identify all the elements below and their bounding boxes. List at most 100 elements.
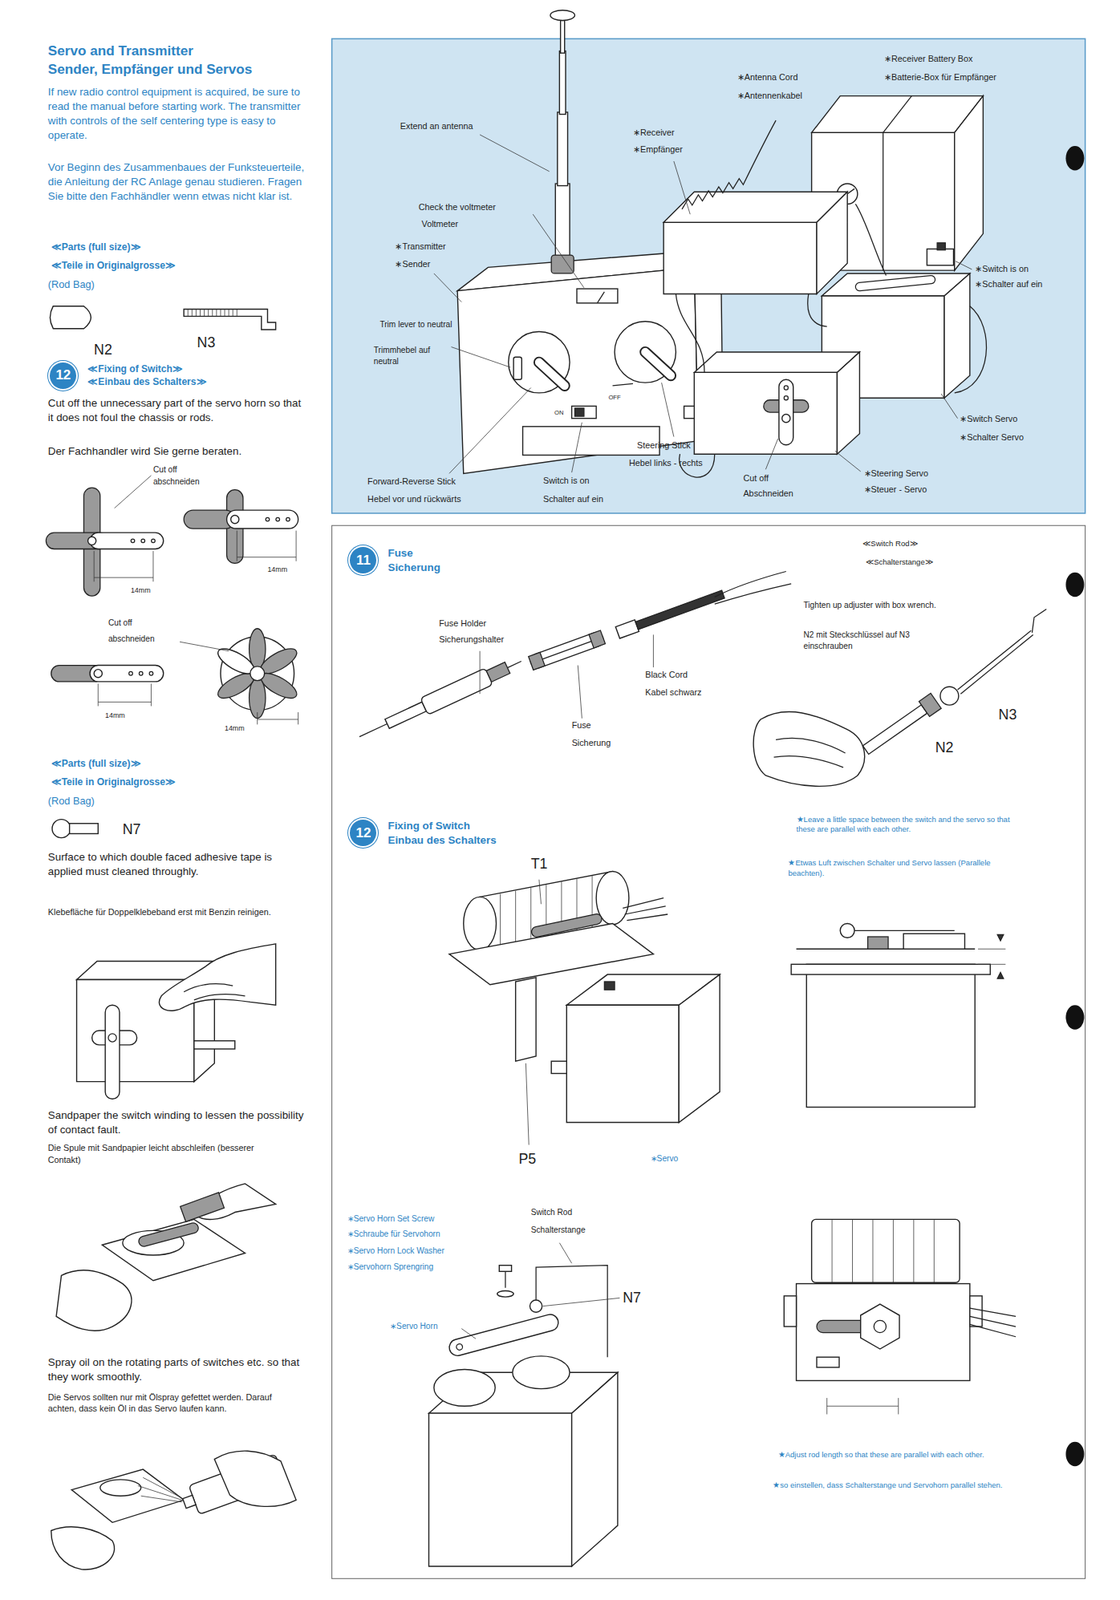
leader-line xyxy=(835,450,861,471)
transmitter-drawing xyxy=(612,383,634,386)
receiver-drawing xyxy=(663,222,817,294)
top-view-drawing xyxy=(969,1308,1016,1338)
note-text: ★Leave a little space between the switch… xyxy=(796,815,1030,836)
callout-text: ∗Sender xyxy=(394,258,431,271)
servo-horn-cross xyxy=(88,536,97,545)
receiver-drawing xyxy=(681,120,776,210)
side-view-drawing xyxy=(854,930,955,932)
receiver-drawing xyxy=(663,120,848,294)
exploded-view-drawing xyxy=(447,1313,560,1359)
callout-text: ∗Antennenkabel xyxy=(737,89,803,102)
transmitter-drawing xyxy=(550,10,576,21)
callout-text: ∗Receiver xyxy=(633,126,675,139)
callout-text: Sicherung xyxy=(572,737,612,750)
instruction-text: Surface to which double faced adhesive t… xyxy=(48,850,304,880)
callout-text: ∗Transmitter xyxy=(394,240,446,253)
instruction-text: Die Servos sollten nur mit Ölspray gefet… xyxy=(48,1391,278,1416)
step-heading: ≪Fixing of Switch≫ xyxy=(87,362,207,376)
servo-horn-arm xyxy=(138,671,143,676)
servo-clean-drawing xyxy=(158,944,276,1011)
bottom-panel xyxy=(332,525,1086,1579)
fuse-holder-drawing xyxy=(385,702,427,729)
servo-clean-drawing xyxy=(183,984,245,1001)
transmitter-drawing xyxy=(596,292,605,304)
wrench-drawing xyxy=(860,693,942,758)
servo-clean-drawing xyxy=(105,1005,120,1100)
bag-label: (Rod Bag) xyxy=(48,277,95,292)
part-n3 xyxy=(183,309,276,330)
callout-text: ∗Servohorn Sprengring xyxy=(347,1262,435,1274)
part-n7 xyxy=(69,823,99,835)
callout-text: Sicherungshalter xyxy=(438,633,504,646)
callout-text: ∗Antenna Cord xyxy=(737,71,799,84)
switch-servo-assembly xyxy=(678,974,720,1123)
fuse-holder-drawing xyxy=(588,630,605,649)
exploded-view-drawing xyxy=(447,1313,560,1359)
servo-horn-arm xyxy=(51,665,164,707)
leader-line xyxy=(572,422,583,473)
exploded-view-drawing xyxy=(429,1413,573,1567)
instruction-text: N2 mit Steckschlüssel auf N3 einschraube… xyxy=(803,629,935,653)
fuse-holder-drawing xyxy=(479,651,481,694)
step-heading-block: FuseSicherung xyxy=(387,546,440,576)
fuse-holder-drawing xyxy=(355,572,792,746)
top-view-drawing xyxy=(796,1284,970,1382)
top-panel xyxy=(332,38,1086,514)
servo-horn-arm xyxy=(97,702,151,703)
switch-servo-drawing xyxy=(937,243,946,251)
leader-line xyxy=(532,214,585,289)
transmitter-drawing xyxy=(560,20,565,53)
top-view-drawing xyxy=(826,1398,828,1415)
exploded-view-drawing xyxy=(512,1356,570,1390)
sandpaper-drawing xyxy=(137,1221,200,1248)
binder-hole xyxy=(1065,146,1084,171)
section-heading: ≪Parts (full size)≫ xyxy=(51,240,142,254)
transmitter-drawing xyxy=(551,255,574,274)
transmitter-drawing xyxy=(572,405,597,418)
transmitter-drawing xyxy=(557,112,569,187)
callout-text: ∗Servo Horn Lock Washer xyxy=(347,1245,445,1258)
callout-text: ∗Schalter auf ein xyxy=(974,278,1043,291)
part-number: N2 xyxy=(935,738,954,758)
exploded-view-drawing xyxy=(429,1243,621,1567)
instruction-text: Cut off the unnecessary part of the serv… xyxy=(48,396,306,426)
step-heading-block: Fixing of SwitchEinbau des Schalters xyxy=(387,819,496,849)
steering-servo-drawing xyxy=(783,396,788,401)
fuse-holder-drawing xyxy=(486,662,511,683)
callout-text: Check the voltmeter xyxy=(418,201,496,214)
part-n7 xyxy=(52,819,98,839)
fuse-holder-drawing xyxy=(577,665,582,719)
callout-text: ∗Empfänger xyxy=(633,143,683,156)
sandpaper-drawing xyxy=(101,1219,245,1281)
dimension: 14mm xyxy=(105,710,126,721)
battery-box-drawing xyxy=(882,132,884,271)
battery-box-drawing xyxy=(954,96,984,272)
servo-horn-cross xyxy=(45,475,163,597)
wire xyxy=(675,203,987,478)
callout-text: Hebel links - rechts xyxy=(628,457,703,470)
top-view-drawing xyxy=(783,1296,796,1327)
switch-servo-assembly xyxy=(551,1061,567,1074)
callout-text: Steering Stick xyxy=(637,439,691,452)
servo-horn-cross xyxy=(151,539,156,544)
servo-horn-arm xyxy=(97,683,99,707)
callout-text: Trimmhebel auf neutral xyxy=(373,344,439,368)
step-badge: 12≪Fixing of Switch≫≪Einbau des Schalter… xyxy=(49,362,207,390)
fuse-holder-drawing xyxy=(653,634,654,668)
oil-spray-drawing xyxy=(51,1527,115,1571)
part-n3 xyxy=(187,309,237,317)
switch-servo-drawing xyxy=(926,248,954,265)
transmitter-drawing xyxy=(539,362,565,386)
step-heading: Einbau des Schalters xyxy=(387,833,496,849)
oil-spray-drawing xyxy=(182,1495,196,1509)
callout-text: ∗Switch is on xyxy=(974,263,1029,276)
steering-servo-drawing xyxy=(693,372,837,455)
servo-clean-drawing xyxy=(108,1034,117,1043)
transmitter-drawing xyxy=(645,352,671,376)
servo-horn-wheel xyxy=(179,628,301,726)
switch-servo-drawing xyxy=(859,280,931,288)
section-heading: ≪Switch Rod≫ xyxy=(862,539,918,550)
callout-text: ∗Servo Horn Set Screw xyxy=(347,1213,435,1226)
servo-horn-cross xyxy=(130,539,135,544)
